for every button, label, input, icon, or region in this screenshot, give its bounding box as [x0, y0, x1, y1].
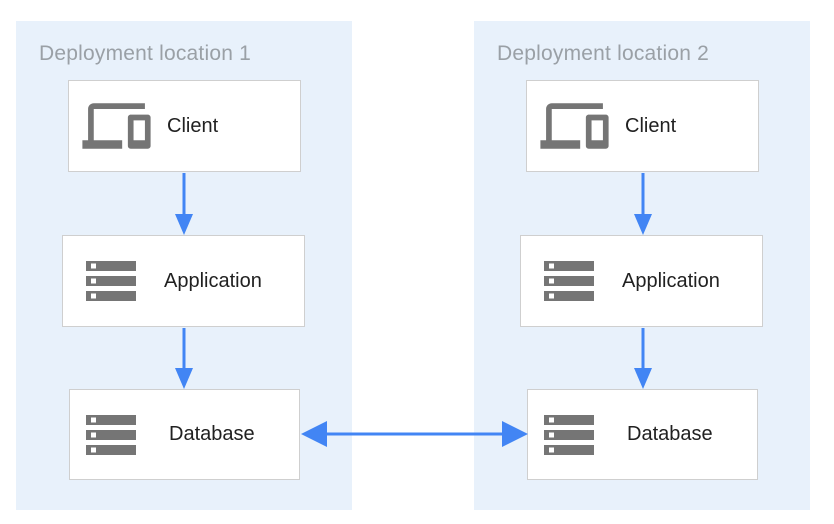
node-client-1: Client — [68, 80, 301, 172]
node-application-2: Application — [520, 235, 763, 327]
devices-icon — [540, 103, 609, 149]
node-label: Application — [622, 269, 720, 292]
deployment-zone-1: Deployment location 1 Client Application… — [16, 21, 352, 510]
node-label: Client — [625, 114, 677, 137]
deployment-zone-2: Deployment location 2 Client Application… — [474, 21, 810, 510]
devices-icon — [82, 103, 151, 149]
node-label: Client — [167, 114, 219, 137]
node-client-2: Client — [526, 80, 759, 172]
node-label: Database — [627, 423, 713, 445]
zone-2-title: Deployment location 2 — [497, 42, 709, 65]
server-stack-icon — [544, 261, 594, 301]
zone-1-title: Deployment location 1 — [39, 42, 251, 65]
server-stack-icon — [86, 414, 136, 455]
node-database-2: Database — [527, 389, 758, 480]
node-database-1: Database — [69, 389, 300, 480]
node-application-1: Application — [62, 235, 305, 327]
server-stack-icon — [544, 414, 594, 455]
node-label: Application — [164, 269, 262, 292]
node-label: Database — [169, 423, 255, 445]
server-stack-icon — [86, 261, 136, 301]
